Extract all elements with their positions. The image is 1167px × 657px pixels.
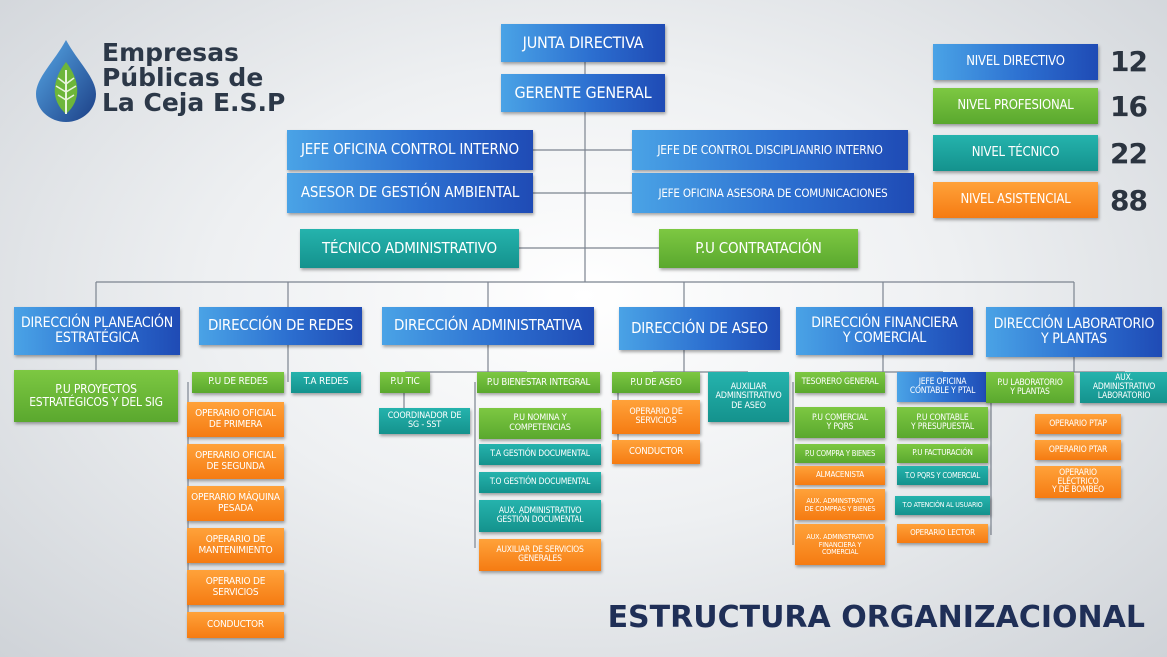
legend-profesional: NIVEL PROFESIONAL (933, 88, 1098, 124)
legend-tecnico-count: 22 (1110, 137, 1148, 170)
operario-ptap-box: OPERARIO PTAP (1035, 414, 1121, 434)
aux-financiera-box: AUX. ADMINSTRATIVO FINANCIERA Y COMERCIA… (795, 524, 885, 565)
almacenista-box: ALMACENISTA (795, 466, 885, 485)
pu-laboratorio-box: P.U LABORATORIO Y PLANTAS (986, 372, 1074, 403)
control-disciplinario-box: JEFE DE CONTROL DISCIPLIANRIO INTERNO (632, 130, 908, 170)
pu-aseo-box: P.U DE ASEO (612, 372, 700, 393)
comunicaciones-box: JEFE OFICINA ASESORA DE COMUNICACIONES (632, 173, 914, 213)
control-interno-box: JEFE OFICINA CONTROL INTERNO (287, 130, 533, 170)
operario-maquina-box: OPERARIO MÁQUINA PESADA (187, 486, 284, 521)
tecnico-administrativo-box: TÉCNICO ADMINISTRATIVO (300, 229, 519, 268)
direccion-administrativa-box: DIRECCIÓN ADMINISTRATIVA (382, 307, 594, 345)
legend-asistencial: NIVEL ASISTENCIAL (933, 182, 1098, 218)
operario-primera-box: OPERARIO OFICIAL DE PRIMERA (187, 402, 284, 437)
aux-laboratorio-box: AUX. ADMINISTRATIVO LABORATORIO (1080, 372, 1167, 403)
legend-directivo-count: 12 (1110, 45, 1148, 78)
pu-tic-box: P.U TIC (380, 372, 430, 393)
aux-aseo-box: AUXILIAR ADMINSITRATIVO DE ASEO (708, 372, 789, 422)
aux-servicios-generales-box: AUXILIAR DE SERVICIOS GENERALES (479, 539, 601, 571)
pu-proyectos-box: P.U PROYECTOS ESTRATÉGICOS Y DEL SIG (14, 370, 178, 422)
gerente-general-box: GERENTE GENERAL (501, 74, 665, 112)
to-atencion-box: T.O ATENCIÓN AL USUARIO (895, 496, 990, 515)
ta-redes-box: T.A REDES (291, 372, 361, 393)
conductor-aseo-box: CONDUCTOR (612, 440, 700, 464)
jefe-contable-box: JEFE OFICINA CONTABLE Y PTAL (897, 372, 988, 402)
gestion-ambiental-box: ASESOR DE GESTIÓN AMBIENTAL (287, 173, 533, 213)
legend-tecnico: NIVEL TÉCNICO (933, 135, 1098, 171)
pu-comercial-box: P.U COMERCIAL Y PQRS (795, 407, 885, 438)
pu-nomina-box: P.U NOMINA Y COMPETENCIAS (479, 408, 601, 439)
aux-gestion-documental-box: AUX. ADMINISTRATIVO GESTIÓN DOCUMENTAL (479, 500, 601, 532)
operario-ptar-box: OPERARIO PTAR (1035, 440, 1121, 460)
legend-directivo: NIVEL DIRECTIVO (933, 44, 1098, 80)
operario-servicios-redes-box: OPERARIO DE SERVICIOS (187, 570, 284, 605)
to-pqrs-box: T.O PQRS Y COMERCIAL (897, 466, 988, 485)
operario-mantenimiento-box: OPERARIO DE MANTENIMIENTO (187, 528, 284, 563)
legend-profesional-count: 16 (1110, 90, 1148, 123)
coordinador-sst-box: COORDINADOR DE SG - SST (379, 408, 470, 434)
company-name: Empresas Públicas de La Ceja E.S.P (102, 38, 286, 117)
drop-leaf-logo-icon (36, 40, 96, 122)
pu-facturacion-box: P.U FACTURACIÓN (897, 444, 988, 463)
pu-contratacion-box: P.U CONTRATACIÓN (659, 229, 858, 268)
chart-title: ESTRUCTURA ORGANIZACIONAL (607, 600, 1145, 635)
operario-lector-box: OPERARIO LECTOR (897, 524, 988, 543)
to-gestion-documental-box: T.O GESTIÓN DOCUMENTAL (479, 472, 601, 493)
operario-segunda-box: OPERARIO OFICIAL DE SEGUNDA (187, 444, 284, 479)
ta-gestion-documental-box: T.A GESTIÓN DOCUMENTAL (479, 444, 601, 465)
pu-compra-box: P.U COMPRA Y BIENES (795, 444, 885, 463)
pu-bienestar-box: P.U BIENESTAR INTEGRAL (477, 372, 600, 393)
direccion-redes-box: DIRECCIÓN DE REDES (199, 307, 362, 345)
direccion-aseo-box: DIRECCIÓN DE ASEO (619, 307, 780, 350)
direccion-planeacion-box: DIRECCIÓN PLANEACIÓN ESTRATÉGICA (14, 307, 180, 355)
pu-contable-box: P.U CONTABLE Y PRESUPUESTAL (897, 407, 988, 438)
operario-servicios-aseo-box: OPERARIO DE SERVICIOS (612, 400, 700, 434)
operario-electrico-box: OPERARIO ELÉCTRICO Y DE BOMBEO (1035, 466, 1121, 498)
aux-compras-box: AUX. ADMINSTRATIVO DE COMPRAS Y BIENES (795, 489, 885, 520)
pu-redes-box: P.U DE REDES (192, 372, 284, 393)
conductor-redes-box: CONDUCTOR (187, 612, 284, 638)
direccion-financiera-box: DIRECCIÓN FINANCIERA Y COMERCIAL (796, 307, 973, 355)
junta-directiva-box: JUNTA DIRECTIVA (501, 24, 665, 62)
direccion-laboratorio-box: DIRECCIÓN LABORATORIO Y PLANTAS (986, 307, 1162, 357)
tesorero-box: TESORERO GENERAL (795, 372, 885, 393)
legend-asistencial-count: 88 (1110, 184, 1148, 217)
